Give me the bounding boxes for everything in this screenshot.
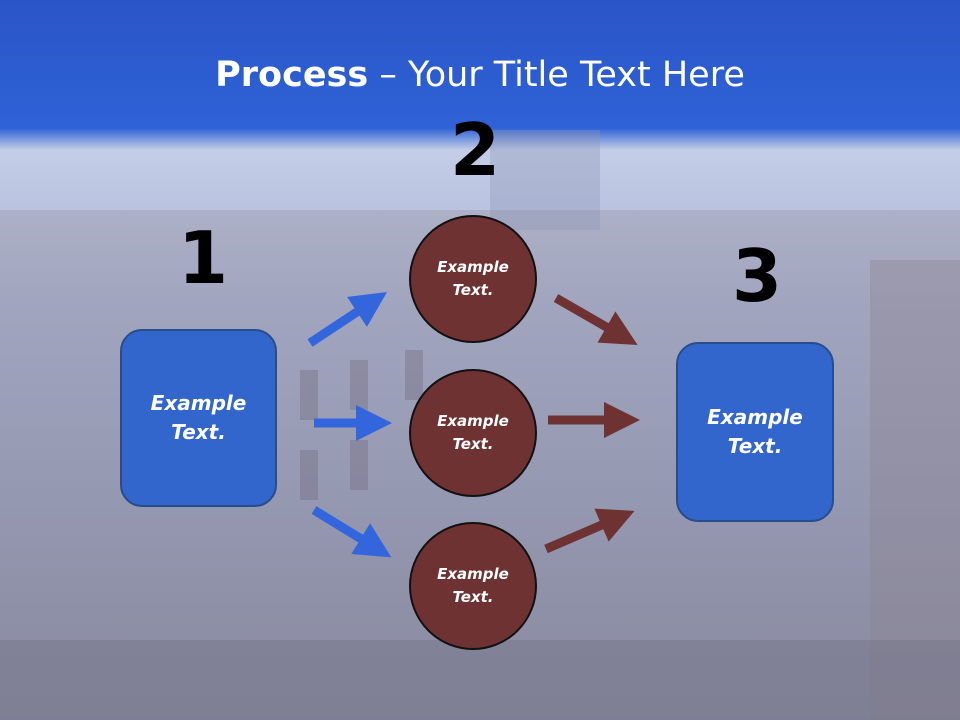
step-3-text-line1: Example (707, 405, 803, 429)
background-window (300, 450, 318, 500)
background-window (300, 370, 318, 420)
step-number-2: 2 (450, 108, 501, 192)
step-3-text-line2: Text. (727, 434, 783, 458)
title-bold: Process (215, 55, 369, 95)
background-tower (490, 130, 600, 230)
slide-title: Process – Your Title Text Here (0, 40, 960, 110)
background-window (405, 350, 423, 400)
arrow-top-to-right (553, 294, 638, 345)
title-rest: – Your Title Text Here (368, 55, 745, 95)
step-1-text-line2: Text. (171, 420, 226, 444)
step-number-3: 3 (732, 234, 783, 318)
background-right-building (870, 260, 960, 720)
background-street (0, 640, 960, 720)
step-number-1: 1 (178, 216, 229, 300)
arrow-left-to-top (307, 292, 388, 347)
background-window (350, 440, 368, 490)
circle-top-line2: Text. (452, 281, 494, 299)
circle-top-line1: Example (437, 258, 509, 276)
circle-bottom-line1: Example (437, 565, 509, 583)
circle-middle-line2: Text. (452, 435, 494, 453)
circle-bottom-line2: Text. (452, 588, 494, 606)
arrow-bottom-to-right (544, 508, 635, 554)
arrow-left-to-bottom (311, 506, 392, 558)
background-window (350, 360, 368, 410)
step-1-text-line1: Example (150, 391, 247, 415)
circle-middle-line1: Example (437, 412, 509, 430)
